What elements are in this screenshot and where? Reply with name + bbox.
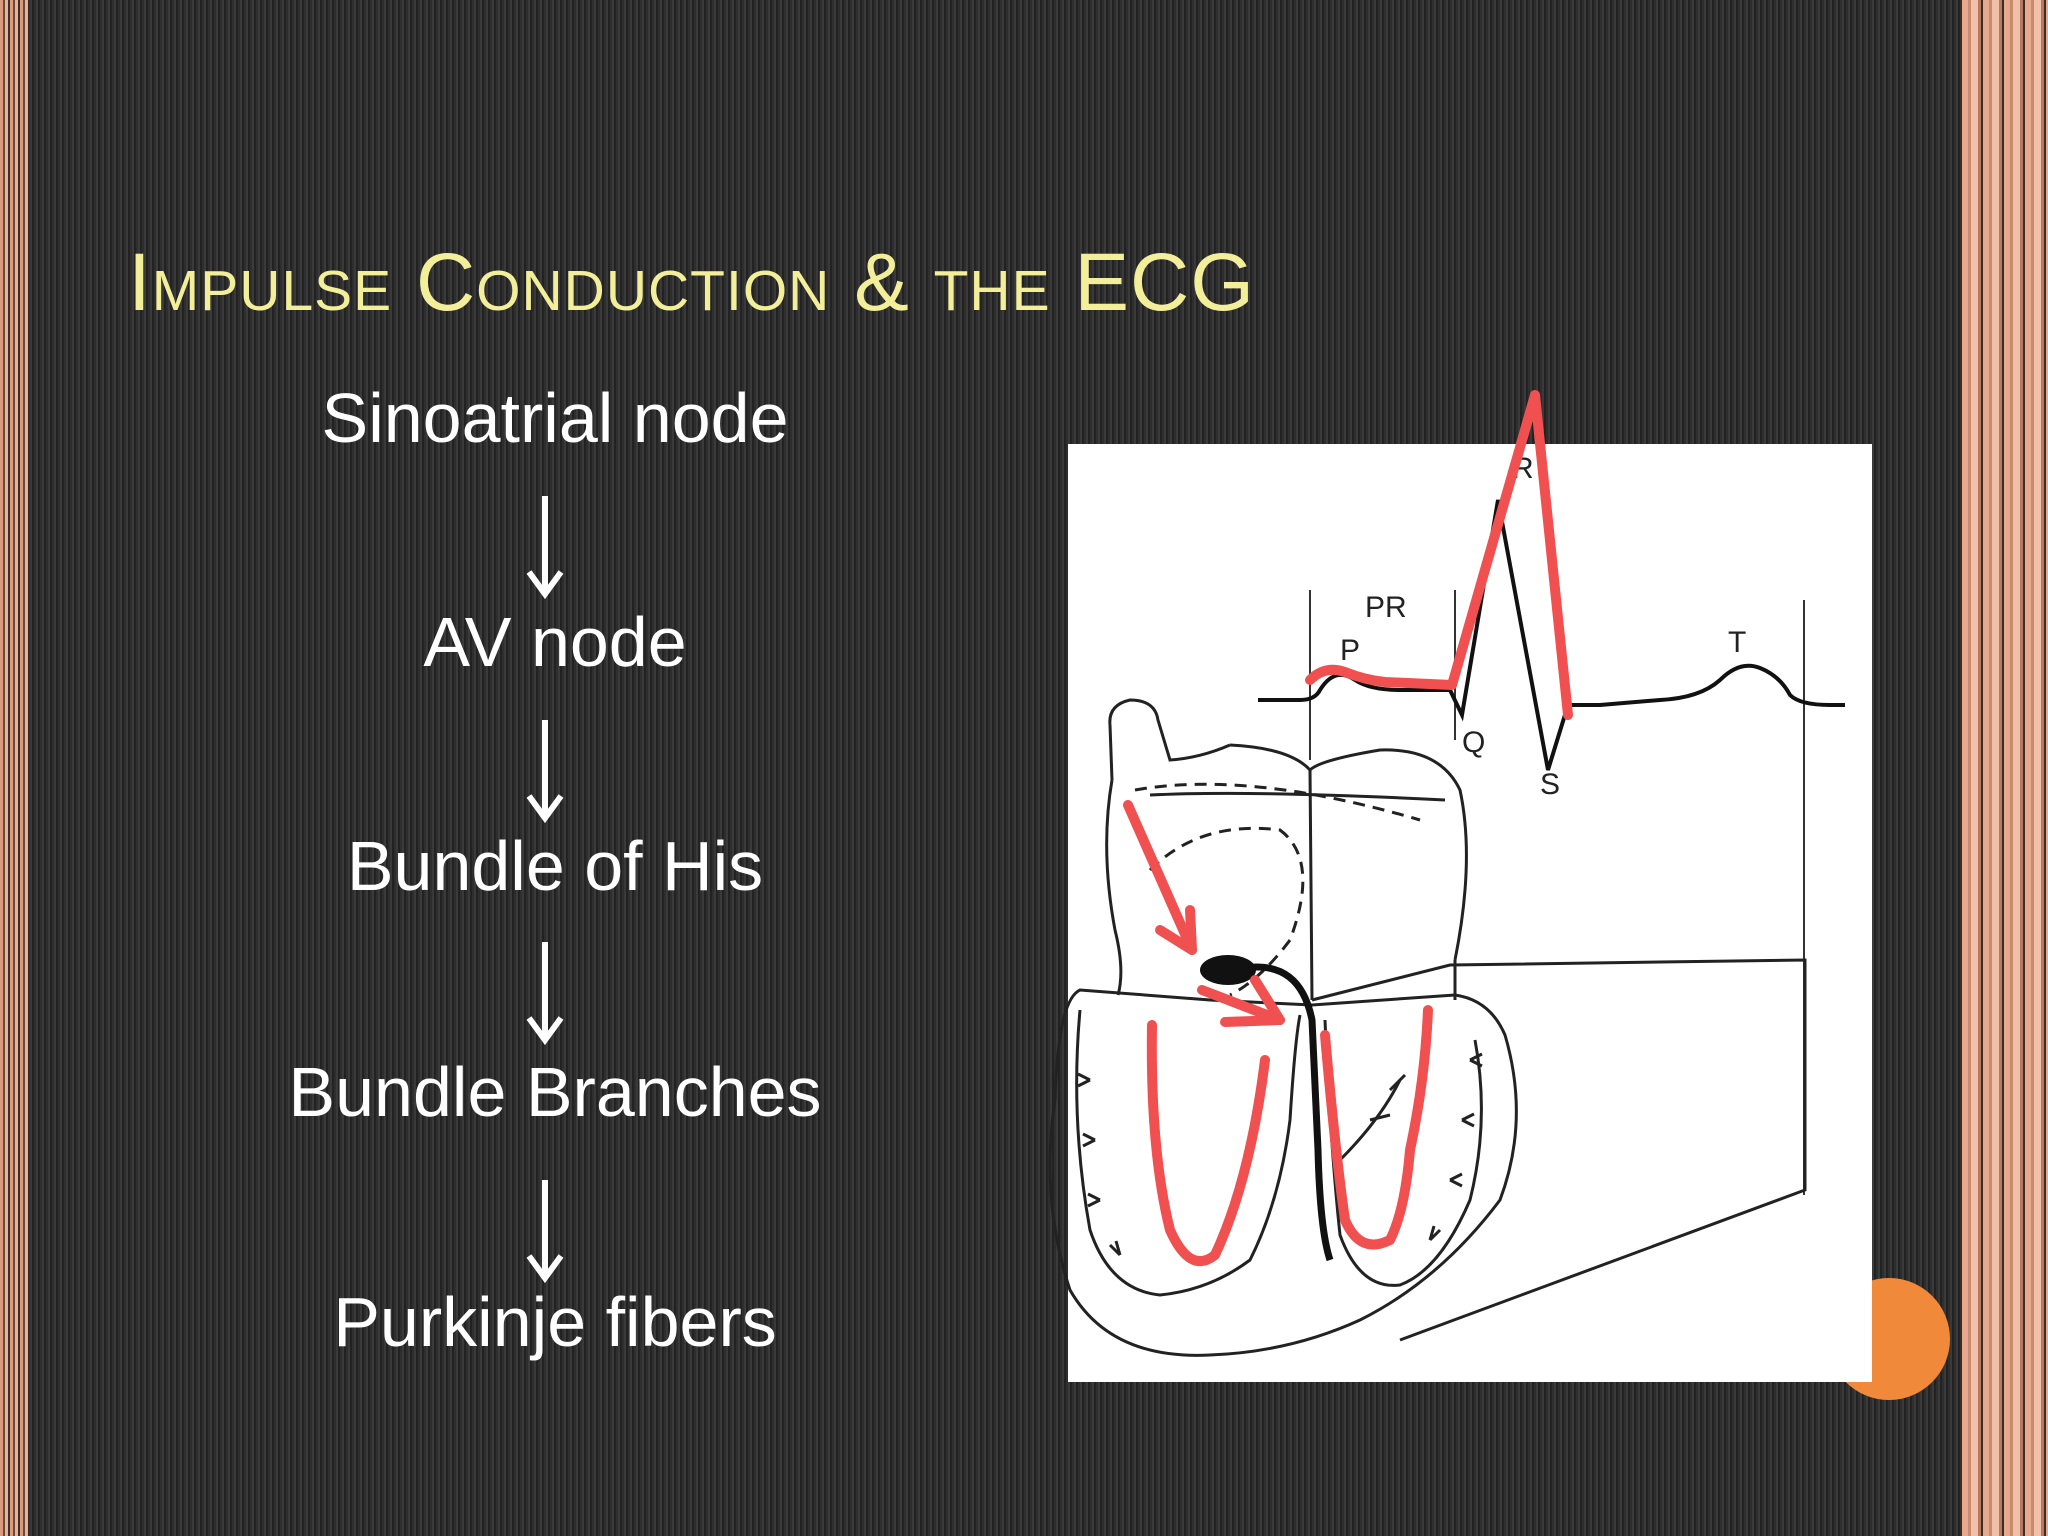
heart-ecg-figure (1068, 444, 1872, 1382)
step-av-node: AV node (423, 603, 687, 681)
down-arrow-icon (526, 942, 564, 1046)
step-bundle-of-his: Bundle of His (346, 827, 764, 905)
left-decorative-border (0, 0, 28, 1536)
step-bundle-branches: Bundle Branches (288, 1053, 822, 1131)
down-arrow-icon (526, 720, 564, 824)
down-arrow-icon (526, 1180, 564, 1284)
down-arrow-icon (526, 496, 564, 600)
step-sinoatrial-node: Sinoatrial node (321, 379, 789, 457)
step-purkinje-fibers: Purkinje fibers (333, 1283, 777, 1361)
right-decorative-border (1960, 0, 2048, 1536)
slide-title: Impulse Conduction & the ECG (128, 237, 1256, 328)
